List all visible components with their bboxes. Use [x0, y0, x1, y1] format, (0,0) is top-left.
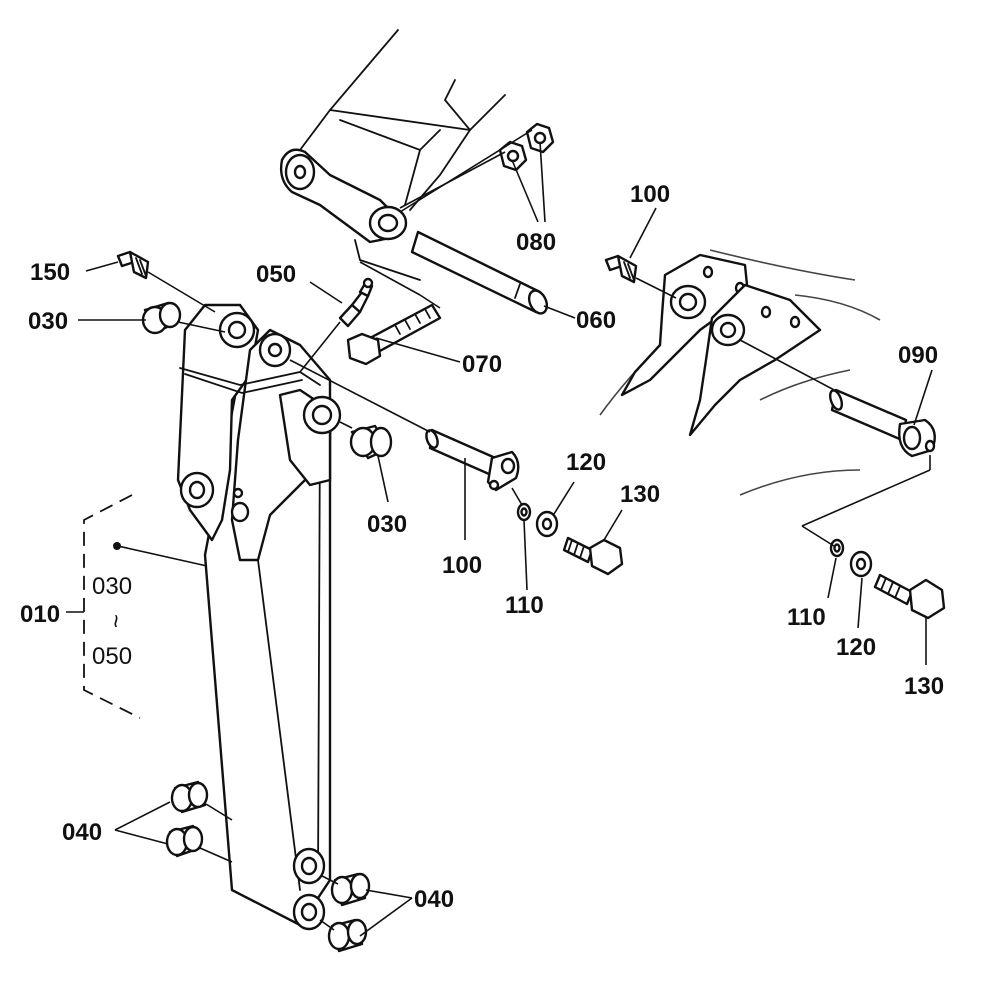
label-100-center: 100	[442, 552, 482, 579]
grease-fitting-050	[338, 277, 374, 328]
label-130-right: 130	[904, 673, 944, 700]
nut-080-pair	[498, 122, 555, 172]
label-090: 090	[898, 342, 938, 369]
label-080: 080	[516, 229, 556, 256]
label-120-right: 120	[836, 634, 876, 661]
arm-pointer-dot	[113, 542, 121, 550]
label-130-center: 130	[620, 481, 660, 508]
group-range-tilde: ~	[102, 614, 129, 628]
fastener-set-center	[516, 502, 624, 576]
group-range: 030 ~ 050	[92, 573, 132, 670]
label-040-left: 040	[62, 819, 102, 846]
pin-090	[828, 388, 936, 458]
bushing-030-upper	[141, 301, 182, 335]
label-150: 150	[30, 259, 70, 286]
bushings-040-left	[165, 780, 209, 858]
bushings-040-right	[327, 872, 371, 953]
part-labels: 150 030 050 070 080 060 100 090 030 100 …	[20, 181, 944, 913]
label-070: 070	[462, 351, 502, 378]
label-050: 050	[256, 261, 296, 288]
label-120-center: 120	[566, 449, 606, 476]
arm-010	[176, 303, 342, 931]
label-110-right: 110	[787, 604, 826, 631]
label-040-right: 040	[414, 886, 454, 913]
group-range-to: 050	[92, 643, 132, 670]
grease-fitting-100	[604, 254, 638, 284]
bolt-070	[346, 303, 442, 366]
boom-end-drawing	[279, 29, 506, 281]
fastener-set-right	[829, 538, 946, 620]
leader-lines	[66, 129, 933, 937]
label-060: 060	[576, 307, 616, 334]
grease-fitting-150	[116, 250, 150, 280]
label-110-center: 110	[505, 592, 544, 619]
label-030-upper: 030	[28, 308, 68, 335]
label-030-right: 030	[367, 511, 407, 538]
pin-060	[410, 230, 549, 315]
label-100-right: 100	[630, 181, 670, 208]
label-010: 010	[20, 601, 60, 628]
group-range-from: 030	[92, 573, 132, 600]
bucket-link-drawing	[599, 249, 881, 496]
pin-100-center	[425, 428, 520, 492]
bushing-030-right	[349, 424, 393, 460]
